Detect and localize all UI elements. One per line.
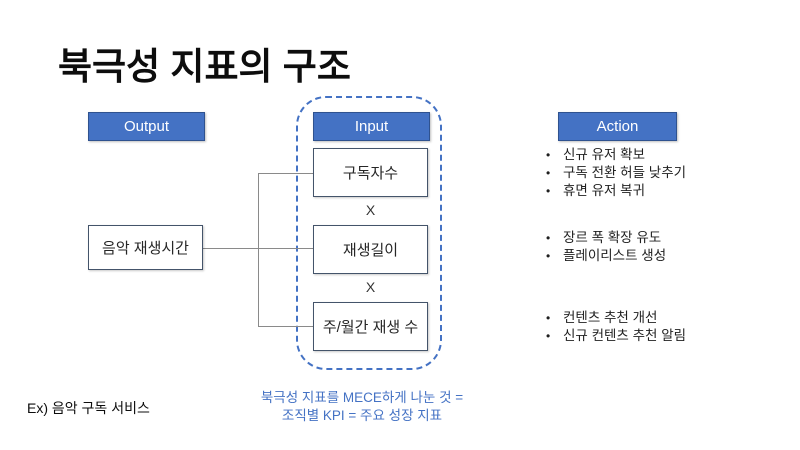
action-item: 컨텐츠 추천 개선 (540, 309, 770, 327)
action-item: 플레이리스트 생성 (540, 247, 770, 265)
connector-line-vertical-branch (258, 173, 259, 327)
connector-line-branch-to-subscribers (258, 173, 313, 174)
output-metric-box: 음악 재생시간 (88, 225, 203, 270)
action-item: 휴면 유저 복귀 (540, 182, 770, 200)
caption-line-1: 북극성 지표를 MECE하게 나눈 것 = (260, 390, 464, 405)
page-title: 북극성 지표의 구조 (58, 46, 351, 87)
input-header-label: Input (354, 118, 389, 135)
action-list-playlength: 장르 폭 확장 유도 플레이리스트 생성 (540, 229, 770, 265)
multiply-operator-2: X (365, 279, 376, 295)
action-column-header: Action (558, 112, 677, 141)
action-list-subscribers: 신규 유저 확보 구독 전환 허들 낮추기 휴면 유저 복귀 (540, 146, 770, 200)
action-list-playcount: 컨텐츠 추천 개선 신규 컨텐츠 추천 알림 (540, 309, 770, 345)
caption-note: 북극성 지표를 MECE하게 나눈 것 = 조직별 KPI = 주요 성장 지표 (237, 389, 487, 425)
input-metric-label-2: 재생길이 (342, 242, 399, 259)
action-item: 신규 컨텐츠 추천 알림 (540, 327, 770, 345)
input-group-dashed-outline (296, 96, 442, 370)
caption-line-2: 조직별 KPI = 주요 성장 지표 (281, 408, 443, 423)
input-metric-label-3: 주/월간 재생 수 (322, 319, 419, 336)
input-metric-box-playlength: 재생길이 (313, 225, 428, 274)
input-metric-box-subscribers: 구독자수 (313, 148, 428, 197)
action-item: 신규 유저 확보 (540, 146, 770, 164)
output-column-header: Output (88, 112, 205, 141)
action-item: 구독 전환 허들 낮추기 (540, 164, 770, 182)
input-metric-label-1: 구독자수 (342, 165, 399, 182)
connector-line-branch-to-playcount (258, 326, 313, 327)
action-item: 장르 폭 확장 유도 (540, 229, 770, 247)
input-column-header: Input (313, 112, 430, 141)
example-label: Ex) 음악 구독 서비스 (27, 400, 150, 416)
multiply-operator-1: X (365, 202, 376, 218)
output-metric-label: 음악 재생시간 (102, 240, 189, 257)
output-header-label: Output (123, 118, 170, 135)
action-header-label: Action (596, 118, 639, 135)
input-metric-box-playcount: 주/월간 재생 수 (313, 302, 428, 351)
